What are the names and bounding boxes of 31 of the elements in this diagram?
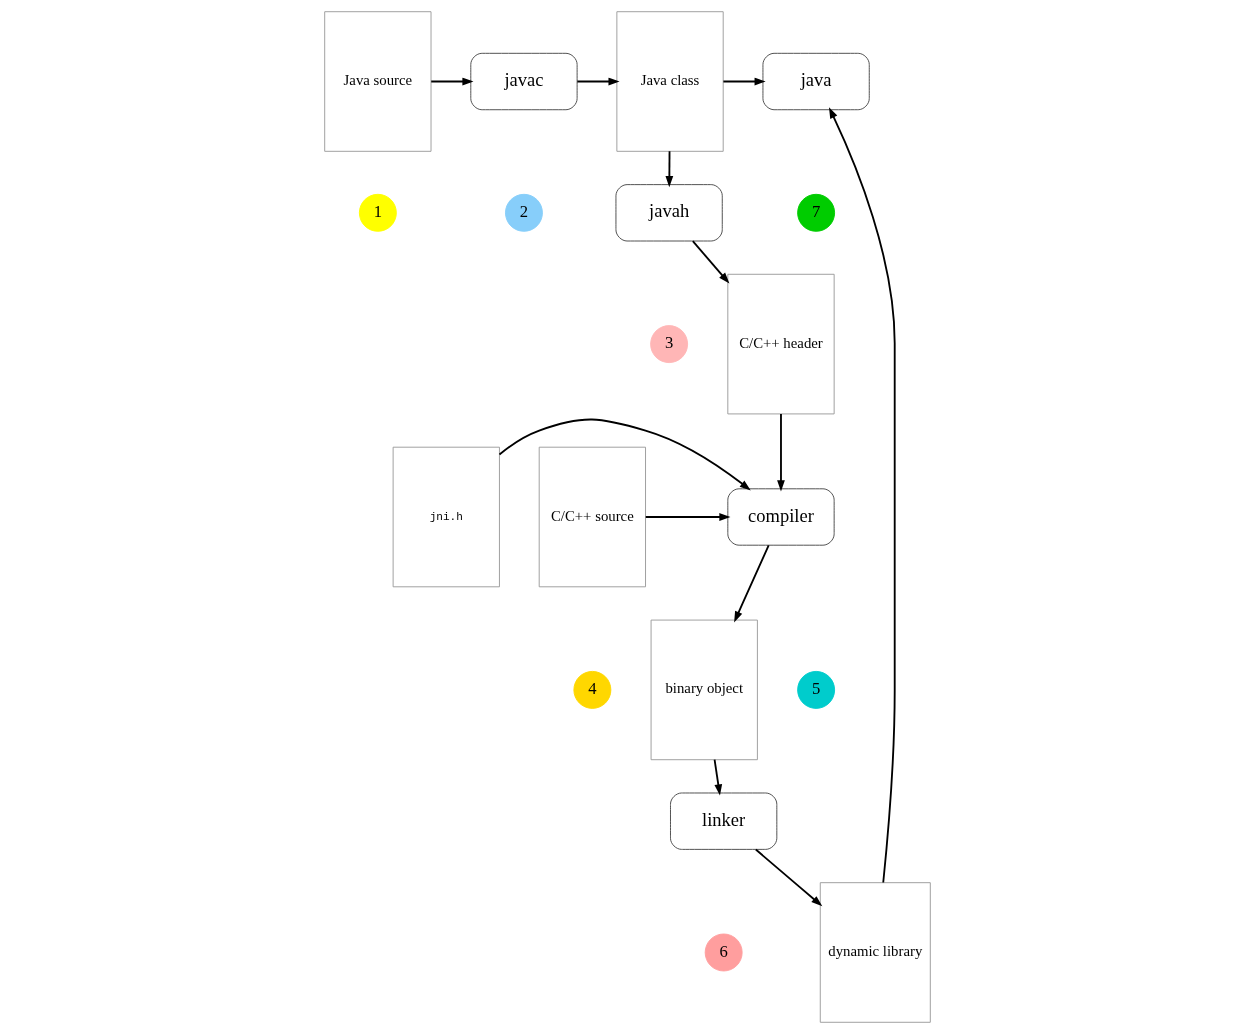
- arrow: [429, 77, 473, 86]
- node-box: C/C++ source: [538, 446, 646, 588]
- node-box: javah: [615, 184, 723, 242]
- arrow: [575, 77, 620, 86]
- node-circle: 7: [796, 193, 835, 232]
- node-box: Java source: [323, 11, 431, 152]
- node-box: java: [762, 52, 870, 111]
- arrow: [828, 107, 896, 884]
- node-circle: 3: [649, 325, 688, 364]
- node-box: C/C++ header: [726, 273, 835, 415]
- node-circle: 1: [358, 193, 397, 232]
- node-box: Java class: [615, 11, 724, 152]
- node-box: linker: [669, 792, 777, 850]
- node-box: compiler: [726, 488, 835, 546]
- node-circle: 6: [704, 933, 743, 972]
- node-circle: 2: [504, 193, 543, 232]
- arrow: [664, 150, 673, 188]
- node-circle: 5: [796, 670, 835, 709]
- node-box: javac: [469, 52, 578, 111]
- node-box: jni.h: [392, 446, 500, 588]
- arrow: [754, 848, 822, 907]
- node-box: dynamic library: [819, 882, 931, 1023]
- arrow: [691, 240, 729, 284]
- arrow: [776, 413, 785, 492]
- arrow: [713, 758, 722, 796]
- arrow: [644, 513, 730, 521]
- node-circle: 4: [572, 670, 611, 709]
- arrow: [498, 418, 751, 491]
- arrow: [721, 77, 766, 86]
- node-box: binary object: [650, 619, 758, 761]
- arrow: [733, 544, 770, 623]
